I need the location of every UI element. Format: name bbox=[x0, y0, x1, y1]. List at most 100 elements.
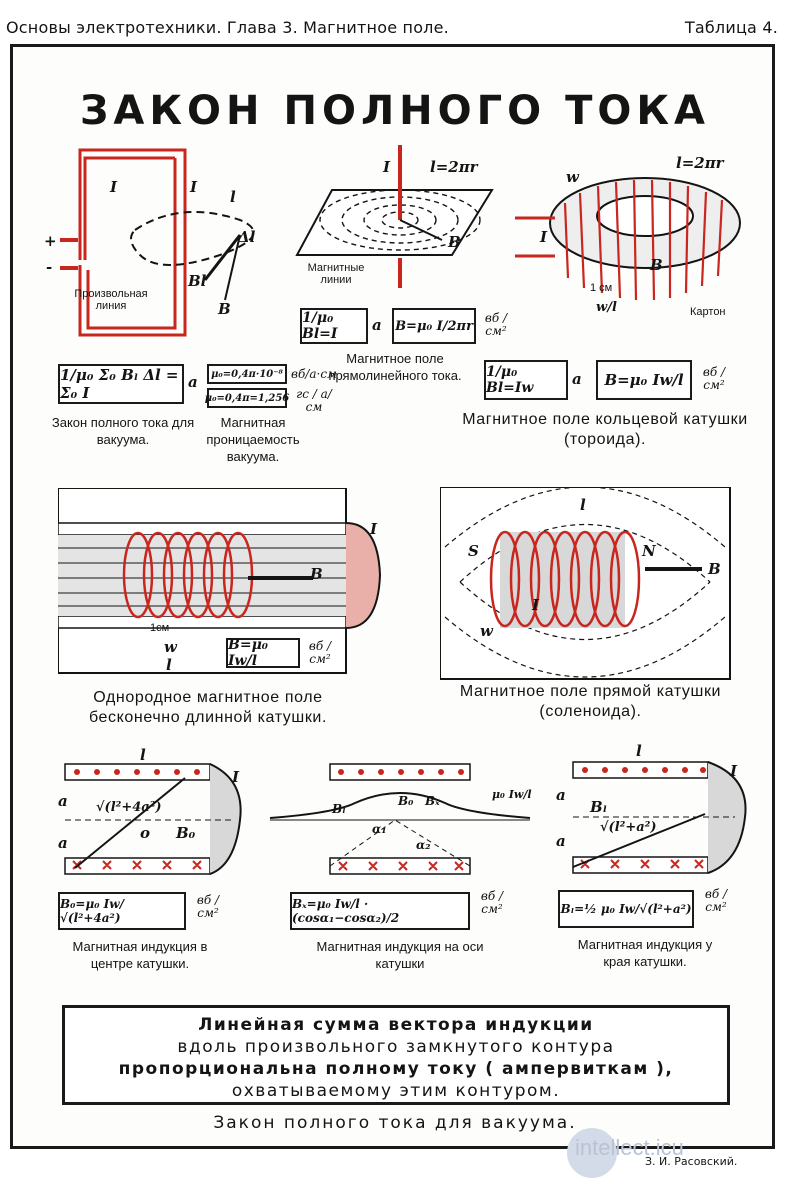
label-a-edge-1: a bbox=[556, 786, 566, 804]
label-carton: Картон bbox=[690, 306, 726, 318]
label-Bl-edge: Bₗ bbox=[590, 798, 608, 816]
formula-edge-unit: вб / см² bbox=[704, 887, 728, 914]
label-plus: + bbox=[44, 232, 57, 250]
label-1cm-coil: 1см bbox=[150, 622, 170, 634]
caption-law-vacuum: Закон полного тока для вакуума. bbox=[51, 415, 195, 447]
formula-axis: Bₓ=μ₀ Iw/l · (cosα₁−cosα₂)/2 bbox=[290, 892, 470, 930]
watermark-icon bbox=[567, 1128, 617, 1178]
formula-toroid-1: 1/μ₀ Bl=Iw bbox=[484, 360, 568, 400]
label-l-2pir-straight: l=2πr bbox=[430, 158, 478, 176]
formula-center: B₀=μ₀ Iw/√(l²+4a²) bbox=[58, 892, 186, 930]
watermark: intellect.icu bbox=[575, 1135, 684, 1160]
page-header-right: Таблица 4. bbox=[684, 18, 778, 37]
caption-edge: Магнитная индукция у края катушки. bbox=[577, 937, 713, 969]
label-sqrt-edge: √(l²+a²) bbox=[600, 820, 657, 835]
formula-straight-2: B=μ₀ I/2πr bbox=[392, 308, 476, 344]
label-l-coil: l bbox=[166, 656, 172, 674]
label-Bx-axis: Bₓ bbox=[425, 794, 440, 808]
statement-line-2: вдоль произвольного замкнутого контура bbox=[177, 1037, 615, 1057]
label-B0-center: B₀ bbox=[176, 824, 196, 842]
formula-mu-2-unit: гс / а/см bbox=[296, 387, 332, 414]
label-B: B bbox=[218, 300, 231, 318]
label-B-straight: B bbox=[448, 233, 461, 251]
label-a-center-2: a bbox=[58, 834, 68, 852]
label-l-solenoid: l bbox=[580, 496, 586, 514]
toroid-diagram bbox=[515, 177, 741, 301]
caption-center: Магнитная индукция в центре катушки. bbox=[72, 939, 208, 971]
label-I-straight: I bbox=[383, 158, 391, 176]
label-Bl: Bl bbox=[188, 272, 207, 290]
label-B-coil: B bbox=[310, 565, 323, 583]
label-I-left-2: I bbox=[190, 178, 198, 196]
label-w-solenoid: w bbox=[480, 622, 493, 640]
coil-center-diagram bbox=[64, 763, 242, 875]
label-B-toroid: B bbox=[650, 256, 663, 274]
label-a-edge-2: a bbox=[556, 832, 566, 850]
formula-mu-1: μ₀=0,4π·10⁻⁸ bbox=[207, 364, 287, 384]
label-N-pole: N bbox=[642, 542, 656, 560]
formula-infinite-coil: B=μ₀ Iw/l bbox=[226, 637, 300, 669]
label-I-edge: I bbox=[730, 762, 738, 780]
law-statement-box: Линейная сумма вектора индукции вдоль пр… bbox=[62, 1005, 730, 1105]
label-I-coil: I bbox=[370, 520, 378, 538]
formula-mu-2: μ₀=0,4π=1,256 bbox=[205, 388, 289, 408]
coil-edge-diagram bbox=[572, 761, 747, 874]
page-header-left: Основы электротехники. Глава 3. Магнитно… bbox=[6, 18, 449, 37]
label-o-center: o bbox=[140, 824, 151, 842]
caption-straight-current: Магнитное поле прямолинейного тока. bbox=[328, 351, 462, 383]
arbitrary-contour-diagram bbox=[60, 148, 255, 337]
label-I-left-1: I bbox=[110, 178, 118, 196]
label-sqrt-center: √(l²+4a²) bbox=[96, 800, 162, 815]
label-w-toroid: w bbox=[566, 168, 579, 186]
label-1cm-toroid: 1 см bbox=[590, 282, 613, 294]
formula-straight-1: 1/μ₀ Bl=I bbox=[300, 308, 368, 344]
straight-current-diagram bbox=[295, 145, 494, 288]
label-w-coil: w bbox=[164, 638, 177, 656]
label-l-contour: l bbox=[230, 188, 236, 206]
footer-law-caption: Закон полного тока для вакуума. bbox=[213, 1113, 577, 1133]
label-minus: - bbox=[46, 258, 53, 276]
formula-center-unit: вб / см² bbox=[196, 893, 220, 920]
formula-axis-unit: вб / см² bbox=[480, 889, 504, 916]
formula-toroid-1-unit: a bbox=[572, 370, 582, 388]
label-Bl-axis-left: Bₗ bbox=[332, 802, 346, 816]
statement-line-1: Линейная сумма вектора индукции bbox=[198, 1015, 594, 1035]
caption-mu-vacuum: Магнитная проницаемость вакуума. bbox=[206, 415, 300, 464]
poster-title: ЗАКОН ПОЛНОГО ТОКА bbox=[79, 88, 711, 134]
caption-infinite-coil: Однородное магнитное поле бесконечно дли… bbox=[88, 689, 328, 726]
formula-circulation-unit: a bbox=[188, 373, 198, 391]
label-w-over-l: w/l bbox=[596, 300, 617, 315]
label-B-solenoid: B bbox=[708, 560, 721, 578]
formula-toroid-2-unit: вб / см² bbox=[702, 365, 726, 392]
label-mu-iw-l: μ₀ Iw/l bbox=[492, 788, 532, 801]
label-l-edge: l bbox=[636, 742, 642, 760]
label-a-center-1: a bbox=[58, 792, 68, 810]
formula-toroid-2: B=μ₀ Iw/l bbox=[596, 360, 692, 400]
label-I-solenoid: I bbox=[532, 596, 540, 614]
label-l-2pir-toroid: l=2πr bbox=[676, 154, 724, 172]
label-B0-axis: B₀ bbox=[398, 794, 414, 808]
solenoid-diagram bbox=[440, 487, 731, 680]
label-delta-l: Δl bbox=[238, 228, 256, 246]
label-l-center: l bbox=[140, 746, 146, 764]
formula-infinite-coil-unit: вб / см² bbox=[308, 639, 332, 666]
author-credit: З. И. Расовский. bbox=[645, 1155, 738, 1168]
label-arbitrary-line: Произвольная линия bbox=[74, 288, 148, 312]
formula-straight-2-unit: вб / см² bbox=[484, 311, 508, 338]
label-alpha2: α₂ bbox=[416, 838, 431, 852]
formula-straight-1-unit: a bbox=[372, 316, 382, 334]
formula-edge: Bₗ=½ μ₀ Iw/√(l²+a²) bbox=[558, 890, 694, 928]
formula-mu-1-unit: вб/а·см bbox=[291, 367, 337, 381]
label-magnetic-lines: Магнитные линии bbox=[307, 262, 365, 286]
caption-toroid: Магнитное поле кольцевой катушки (тороид… bbox=[462, 411, 748, 448]
formula-circulation: 1/μ₀ Σ₀ Bₗ Δl = Σ₀ I bbox=[58, 364, 184, 404]
label-I-center: I bbox=[232, 768, 240, 786]
statement-line-4: охватываемому этим контуром. bbox=[231, 1081, 561, 1101]
caption-solenoid: Магнитное поле прямой катушки (соленоида… bbox=[459, 683, 722, 720]
label-alpha1: α₁ bbox=[372, 822, 387, 836]
statement-line-3: пропорциональна полному току ( ампервитк… bbox=[118, 1059, 674, 1079]
label-I-toroid: I bbox=[540, 228, 548, 246]
coil-axis-diagram bbox=[269, 763, 531, 875]
label-S-pole: S bbox=[468, 542, 479, 560]
caption-axis: Магнитная индукция на оси катушки bbox=[316, 939, 484, 971]
